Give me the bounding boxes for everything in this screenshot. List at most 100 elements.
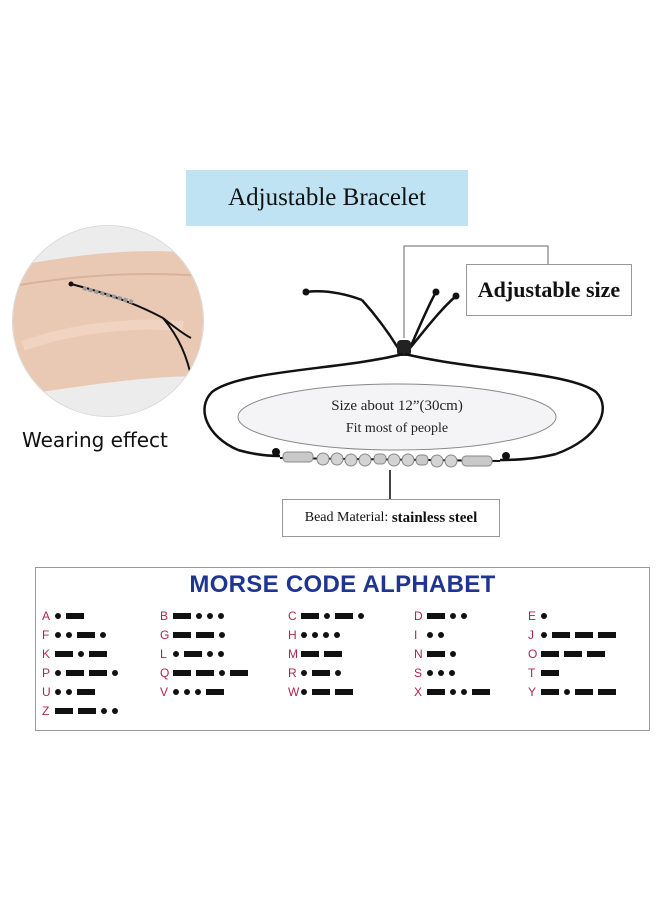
morse-dash [77,689,95,695]
morse-dash [427,651,445,657]
morse-dash [541,689,559,695]
morse-dash [55,708,73,714]
morse-item-b: B [160,608,229,624]
morse-dash [472,689,490,695]
morse-item-a: A [42,608,89,624]
morse-dash [55,651,73,657]
morse-dash [301,613,319,619]
morse-dash [575,632,593,638]
morse-dot [100,632,106,638]
morse-item-z: Z [42,703,123,719]
morse-letter: V [160,685,169,699]
morse-dash [564,651,582,657]
morse-dash [66,613,84,619]
morse-dot [207,613,213,619]
morse-item-n: N [414,646,461,662]
morse-code-symbols [541,613,552,619]
morse-dash [575,689,593,695]
size-info: Size about 12”(30cm) Fit most of people [238,384,556,450]
morse-code-symbols [173,613,229,619]
morse-code-symbols [427,613,472,619]
wrist-illustration [13,226,203,416]
morse-dash [206,689,224,695]
morse-item-x: X [414,684,495,700]
morse-letter: C [288,609,297,623]
morse-code-symbols [173,670,253,676]
morse-letter: E [528,609,537,623]
morse-dash [196,632,214,638]
morse-letter: Z [42,704,50,718]
morse-item-p: P [42,665,123,681]
wearing-effect-label: Wearing effect [22,428,168,452]
morse-dot [55,632,61,638]
morse-dot [449,670,455,676]
morse-dot [541,632,547,638]
morse-item-q: Q [160,665,253,681]
morse-code-symbols [55,670,123,676]
morse-letter: K [42,647,51,661]
morse-dot [450,651,456,657]
morse-dot [301,689,307,695]
morse-dash [301,651,319,657]
morse-dash [427,613,445,619]
morse-dot [450,689,456,695]
morse-dot [564,689,570,695]
morse-dash [196,670,214,676]
morse-dash [66,670,84,676]
morse-dot [78,651,84,657]
morse-dot [66,689,72,695]
morse-dash [312,670,330,676]
morse-code-symbols [541,632,621,638]
morse-dot [323,632,329,638]
morse-dot [218,613,224,619]
morse-dot [173,689,179,695]
morse-dot [184,689,190,695]
morse-code-symbols [55,632,111,638]
morse-item-l: L [160,646,229,662]
morse-dash [78,708,96,714]
morse-dash [427,689,445,695]
morse-item-i: I [414,627,449,643]
morse-letter: L [160,647,167,661]
morse-letter: B [160,609,169,623]
morse-dot [195,689,201,695]
morse-dash [173,613,191,619]
morse-dash [89,651,107,657]
morse-letter: U [42,685,51,699]
morse-letter: W [288,685,300,699]
morse-letter: I [414,628,418,642]
morse-item-o: O [528,646,610,662]
morse-code-symbols [541,689,621,695]
bead-material-box: Bead Material: stainless steel [282,499,500,537]
morse-dot [334,632,340,638]
morse-item-w: W [288,684,358,700]
morse-dot [55,670,61,676]
morse-item-h: H [288,627,345,643]
morse-letter: J [528,628,534,642]
morse-code-symbols [173,632,230,638]
bead-material-prefix: Bead Material: [304,510,389,525]
size-line: Size about 12”(30cm) [331,397,463,414]
title-text: Adjustable Bracelet [228,184,426,211]
morse-code-symbols [541,670,564,676]
morse-dot [196,613,202,619]
morse-dot [112,670,118,676]
morse-dash [598,632,616,638]
morse-dash [230,670,248,676]
morse-letter: Q [160,666,170,680]
morse-dot [450,613,456,619]
morse-dash [89,670,107,676]
morse-code-symbols [301,613,369,619]
morse-letter: A [42,609,51,623]
morse-letter: Y [528,685,537,699]
bracelet-illustration [203,245,605,499]
bead-material-value: stainless steel [391,509,478,526]
morse-dash [541,651,559,657]
morse-dot [461,689,467,695]
morse-dash [598,689,616,695]
fit-line: Fit most of people [345,420,449,436]
morse-item-f: F [42,627,111,643]
morse-letter: S [414,666,423,680]
morse-item-g: G [160,627,230,643]
morse-dot [541,613,547,619]
